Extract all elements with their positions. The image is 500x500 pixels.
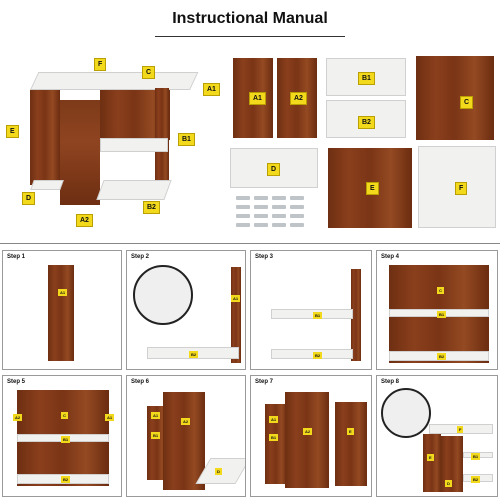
step-7-panel-a1	[265, 404, 287, 484]
step-7-panel-a2	[285, 392, 329, 488]
title-underline	[155, 36, 345, 37]
screw-icon	[272, 205, 286, 209]
screw-icon	[272, 223, 286, 227]
screw-icon	[290, 196, 304, 200]
step-4-panel: Step 4 C B1 B2	[376, 250, 498, 370]
step-4-tag-c: C	[437, 287, 444, 294]
zoom-detail-circle	[133, 265, 193, 325]
screw-icon	[236, 196, 250, 200]
side-panel-e	[30, 90, 60, 185]
screw-icon	[272, 196, 286, 200]
step-6-tag-d: D	[215, 468, 222, 475]
step-5-tag-c: C	[61, 412, 68, 419]
part-b1-label: B1	[358, 72, 375, 85]
step-2-label: Step 2	[131, 254, 150, 260]
label-c: C	[142, 66, 156, 79]
step-2-panel: Step 2 A1 B2	[126, 250, 246, 370]
step-3-tag-b2: B2	[313, 352, 323, 359]
screw-icon	[254, 196, 268, 200]
step-6-panel: Step 6 A1 B1 A2 D	[126, 375, 246, 497]
label-d: D	[22, 192, 36, 205]
top-panel-f	[30, 72, 199, 90]
part-f-label: F	[455, 182, 468, 195]
step-8-tag-b1: B1	[471, 453, 481, 460]
screw-icon	[254, 205, 268, 209]
step-8-panel-a2	[441, 436, 463, 492]
step-7-tag-b1: B1	[269, 434, 279, 441]
label-b1: B1	[178, 133, 195, 146]
step-7-tag-e: E	[347, 428, 354, 435]
manual-title: Instructional Manual	[172, 10, 328, 27]
step-2-tag-a1: A1	[231, 295, 241, 302]
step-5-tag-b1: B1	[61, 436, 71, 443]
step-6-tag-a1: A1	[151, 412, 161, 419]
label-b2: B2	[143, 201, 160, 214]
step-3-panel: Step 3 B1 B2	[250, 250, 372, 370]
base-d	[30, 180, 64, 190]
step-8-tag-e: E	[427, 454, 434, 461]
screw-icon	[254, 214, 268, 218]
shelf-b1	[100, 138, 168, 152]
step-8-panel-e	[423, 434, 441, 492]
step-7-tag-a1: A1	[269, 416, 279, 423]
step-8-tag-b2: B2	[471, 476, 481, 483]
step-1-panel-a1	[48, 265, 74, 361]
screw-icon	[272, 214, 286, 218]
step-2-panel-a1	[231, 267, 241, 363]
step-5-tag-b2: B2	[61, 476, 71, 483]
step-5-panel: Step 5 A2 C A1 B1 B2	[2, 375, 122, 497]
step-7-panel: Step 7 A1 B1 A2 E	[250, 375, 372, 497]
step-1-label: Step 1	[7, 254, 26, 260]
label-f: F	[94, 58, 107, 71]
step-7-label: Step 7	[255, 379, 274, 385]
step-4-tag-b1: B1	[437, 311, 447, 318]
part-a1-label: A1	[249, 92, 266, 105]
step-6-tag-a2: A2	[181, 418, 191, 425]
step-3-label: Step 3	[255, 254, 274, 260]
step-2-tag-b2: B2	[189, 351, 199, 358]
step-6-panel-a2	[163, 392, 205, 490]
step-3-shelf-b2	[271, 349, 353, 359]
step-4-tag-b2: B2	[437, 353, 447, 360]
step-1-tag: A1	[58, 289, 68, 296]
step-5-label: Step 5	[7, 379, 26, 385]
step-8-tag-f: F	[457, 426, 464, 433]
step-3-panel-a1	[351, 269, 361, 361]
step-8-tag-d: D	[445, 480, 452, 487]
step-7-tag-a2: A2	[303, 428, 313, 435]
shelf-b2	[96, 180, 172, 200]
step-3-tag-b1: B1	[313, 312, 323, 319]
part-d-label: D	[267, 163, 281, 176]
side-panel-a2	[60, 100, 100, 205]
step-6-label: Step 6	[131, 379, 150, 385]
label-e: E	[6, 125, 19, 138]
part-b1	[326, 58, 406, 96]
part-c-label: C	[460, 96, 474, 109]
screw-icon	[290, 223, 304, 227]
step-5-tag-a1: A1	[105, 414, 115, 421]
step-5-tag-a2: A2	[13, 414, 23, 421]
part-e-label: E	[366, 182, 379, 195]
step-6-panel-a1	[147, 406, 167, 480]
screw-icon	[290, 205, 304, 209]
label-a1: A1	[203, 83, 220, 96]
part-a2-label: A2	[290, 92, 307, 105]
screw-icon	[236, 205, 250, 209]
step-8-label: Step 8	[381, 379, 400, 385]
part-b2-label: B2	[358, 116, 375, 129]
step-4-label: Step 4	[381, 254, 400, 260]
label-a2: A2	[76, 214, 93, 227]
screw-icon	[236, 214, 250, 218]
step-3-shelf-b1	[271, 309, 353, 319]
screw-icon	[290, 214, 304, 218]
step-1-panel: Step 1 A1	[2, 250, 122, 370]
step-6-tag-b1: B1	[151, 432, 161, 439]
part-c	[416, 56, 494, 140]
step-7-panel-e	[335, 402, 367, 486]
section-divider	[0, 243, 500, 244]
screw-icon	[254, 223, 268, 227]
screw-icon	[236, 223, 250, 227]
step-8-panel: Step 8 F E D B1 B2	[376, 375, 498, 497]
zoom-detail-circle	[381, 388, 431, 438]
